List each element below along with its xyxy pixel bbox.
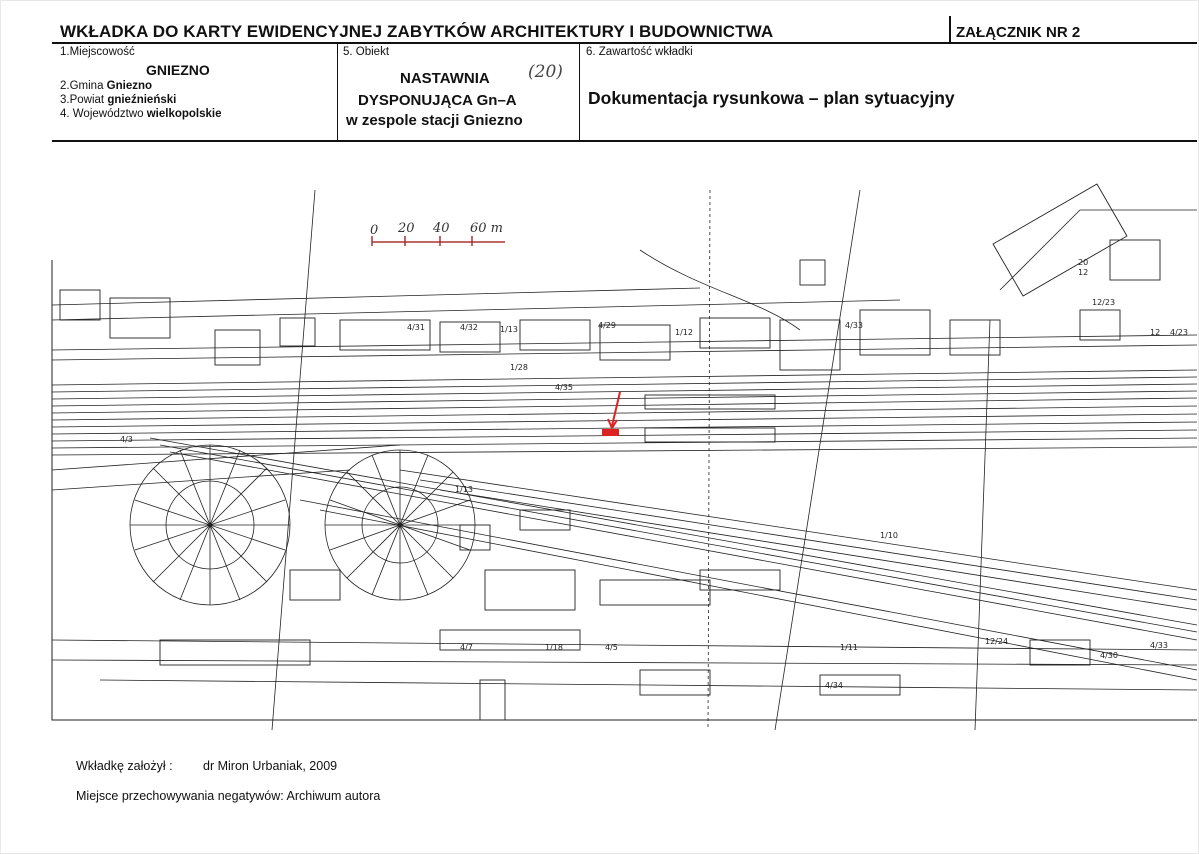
scale-labels: 0 20 40 60 m <box>370 221 503 238</box>
map-label: 4/7 <box>460 643 473 652</box>
map-label: 12/24 <box>985 637 1008 646</box>
map-label: 4/32 <box>460 323 478 332</box>
voivodeship-label: 4. Województwo <box>60 108 144 120</box>
signal-box-location <box>602 429 619 436</box>
survey-line-4 <box>974 319 991 730</box>
map-label: 4/30 <box>1100 651 1118 660</box>
railway-tracks <box>51 287 1198 691</box>
contents-value: Dokumentacja rysunkowa – plan sytuacyjny <box>588 88 955 108</box>
map-label: 1/11 <box>840 643 858 652</box>
map-label: 1/18 <box>545 643 563 652</box>
map-label: 1/13 <box>500 325 518 334</box>
survey-line-1 <box>271 189 316 730</box>
map-label: 1/12 <box>675 328 693 337</box>
station-buildings <box>59 183 1161 721</box>
negatives-storage: Miejsce przechowywania negatywów: Archiw… <box>76 789 381 803</box>
scale-bar <box>371 236 505 246</box>
map-label: 4/33 <box>1150 641 1168 650</box>
signal-box-marker <box>602 391 621 436</box>
header-rule <box>52 42 1197 44</box>
object-line-3: w zespole stacji Gniezno <box>346 112 523 129</box>
road-corner <box>999 209 1197 291</box>
map-label: 4/35 <box>555 383 573 392</box>
map-label: 1/10 <box>880 531 898 540</box>
location-label: 1.Miejscowość <box>60 46 135 58</box>
map-frame <box>51 260 1197 721</box>
scale-tick-20: 20 <box>397 221 415 236</box>
map-label: 1/13 <box>455 485 473 494</box>
gmina-row: 2.Gmina Gniezno <box>60 80 152 92</box>
map-labels: 4/31 4/32 1/13 4/29 1/12 4/33 4/35 1/28 … <box>120 258 1188 690</box>
map-label: 4/3 <box>120 435 133 444</box>
table-bottom-rule <box>52 140 1197 142</box>
roundhouse-2 <box>324 449 476 601</box>
roundhouse-1 <box>129 444 291 606</box>
col-divider-1 <box>337 44 338 140</box>
scale-tick-40: 40 <box>432 221 450 236</box>
map-label: 4/5 <box>605 643 618 652</box>
object-number-handwritten: (20) <box>528 62 563 82</box>
survey-line-3 <box>707 189 711 730</box>
map-label: 1/28 <box>510 363 528 372</box>
map-label: 20 <box>1078 258 1088 267</box>
author-label: Wkładkę założył : <box>76 759 173 773</box>
map-label: 4/34 <box>825 681 843 690</box>
col-divider-2 <box>579 44 580 140</box>
map-label: 12 <box>1078 268 1088 277</box>
map-label: 12/23 <box>1092 298 1115 307</box>
document-title: WKŁADKA DO KARTY EWIDENCYJNEJ ZABYTKÓW A… <box>60 22 774 41</box>
author-value: dr Miron Urbaniak, 2009 <box>203 759 338 773</box>
powiat-value: gnieźnieński <box>107 94 177 106</box>
location-value: GNIEZNO <box>146 62 210 78</box>
map-label: 4/23 <box>1170 328 1188 337</box>
gmina-label: 2.Gmina <box>60 80 104 92</box>
road-curve <box>639 249 801 331</box>
powiat-label: 3.Powiat <box>60 94 105 106</box>
map-label: 4/31 <box>407 323 425 332</box>
object-label: 5. Obiekt <box>343 46 390 58</box>
object-line-1: NASTAWNIA <box>400 70 490 87</box>
map-label: 4/29 <box>598 321 616 330</box>
map-label: 12 <box>1150 328 1160 337</box>
annex-divider <box>949 16 951 44</box>
site-plan-map: 0 20 40 60 m 4/31 4/32 1/13 4/29 1/12 4/… <box>51 183 1198 730</box>
object-line-2: DYSPONUJĄCA Gn–A <box>358 92 517 109</box>
scale-tick-60m: 60 m <box>470 221 503 236</box>
survey-line-2 <box>774 189 861 730</box>
map-label: 4/33 <box>845 321 863 330</box>
contents-label: 6. Zawartość wkładki <box>586 46 693 58</box>
scale-tick-0: 0 <box>370 223 378 238</box>
voivodeship-row: 4. Województwo wielkopolskie <box>60 108 222 120</box>
gmina-value: Gniezno <box>106 80 153 92</box>
powiat-row: 3.Powiat gnieźnieński <box>60 94 176 106</box>
annex-label: ZAŁĄCZNIK NR 2 <box>956 24 1081 41</box>
voivodeship-value: wielkopolskie <box>146 108 222 120</box>
